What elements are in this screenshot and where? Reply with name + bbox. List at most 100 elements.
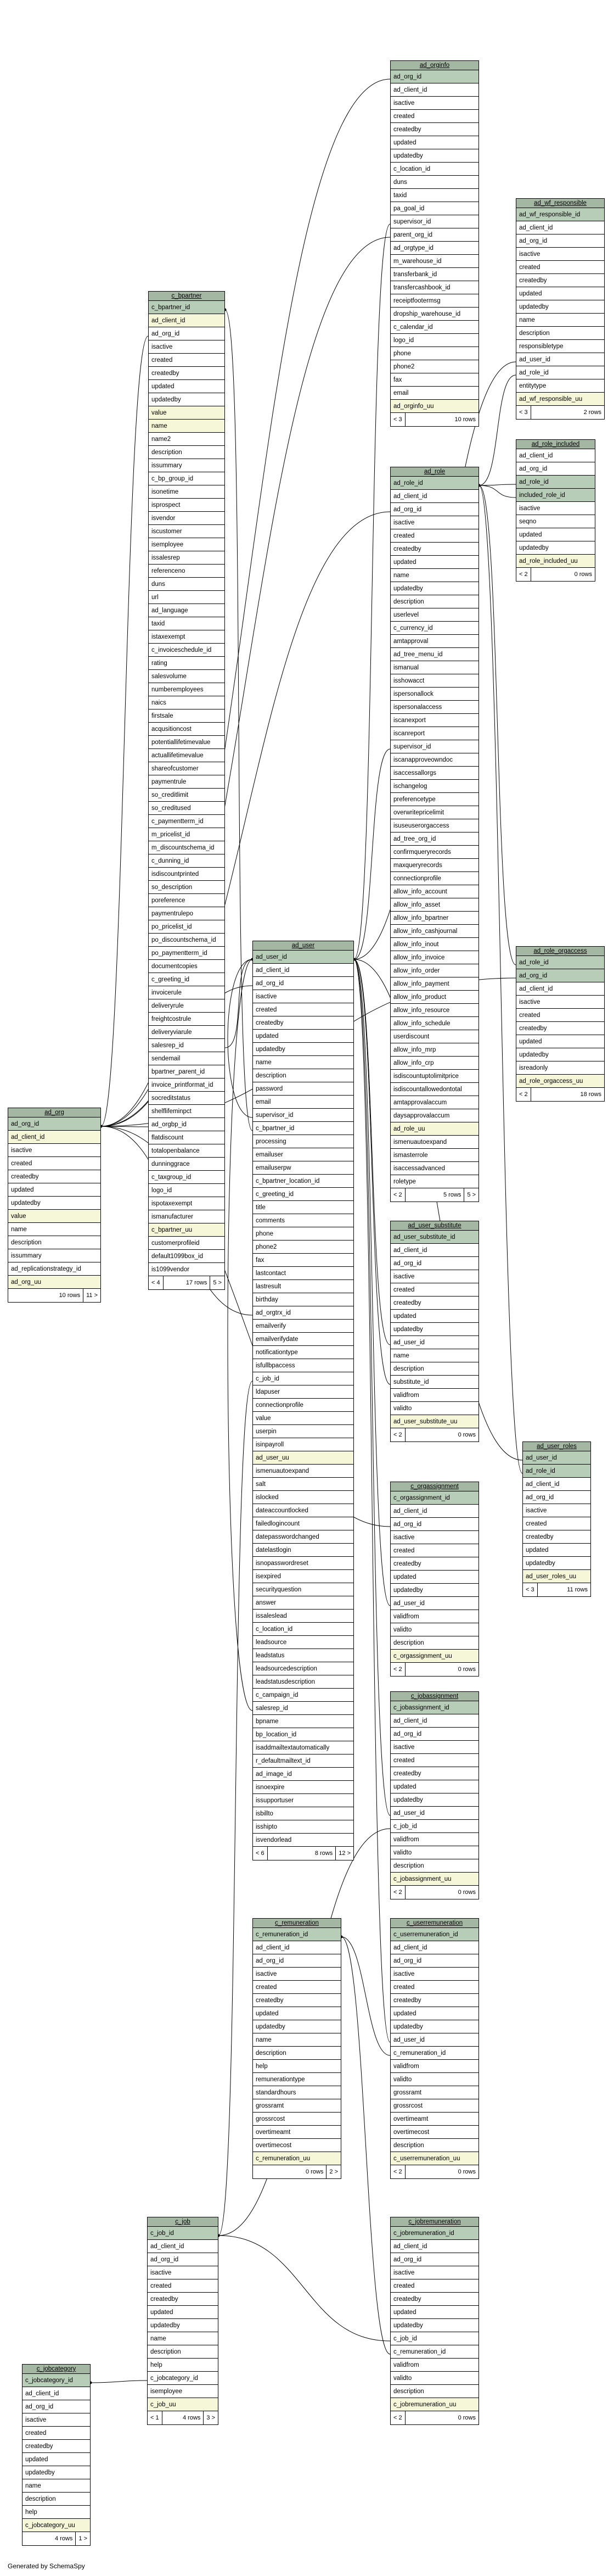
child-count[interactable]: 11 > [86,1292,98,1299]
table-title[interactable]: ad_user_substitute [391,1221,478,1231]
table-title[interactable]: c_jobcategory [22,2365,90,2374]
table-title[interactable]: ad_wf_responsible [516,199,604,208]
parent-count[interactable]: < 2 [516,568,531,581]
column-row: isonetime [149,485,224,499]
column-row: comments [253,1214,353,1227]
foreign-key-line [353,959,391,1345]
child-count[interactable]: 3 > [206,2415,215,2421]
child-count[interactable]: 5 > [213,1279,222,1286]
table-title[interactable]: ad_org [8,1108,100,1117]
column-row: c_remuneration_uu [253,2152,341,2165]
column-row: leadsource [253,1636,353,1649]
child-count[interactable]: 2 > [329,2169,338,2175]
column-row: created [391,1544,478,1557]
column-row: datelastlogin [253,1544,353,1557]
column-row: pa_goal_id [391,202,478,215]
column-row: ad_user_id [516,353,604,366]
column-row: iscanexport [391,714,478,727]
column-row: ad_client_id [516,449,595,462]
column-row: isactive [22,2413,90,2427]
table-title[interactable]: ad_role [391,467,478,477]
column-row: confirmqueryrecords [391,846,478,859]
table-title[interactable]: ad_orginfo [391,61,478,70]
column-row: emailverify [253,1320,353,1333]
parent-count[interactable]: < 6 [253,1847,268,1860]
column-row: ad_role_id [516,366,604,379]
column-row: updated [253,2007,341,2020]
column-row: birthday [253,1293,353,1306]
column-row: naics [149,696,224,709]
column-row: isexpired [253,1570,353,1583]
table-title[interactable]: c_orgassignment [391,1482,478,1491]
foreign-key-line [478,484,516,486]
column-row: default1099box_id [149,1250,224,1263]
parent-count[interactable]: < 2 [516,1088,531,1101]
table-title[interactable]: ad_role_included [516,440,595,449]
table-title[interactable]: ad_role_orgaccess [516,947,604,956]
table-title[interactable]: ad_user_roles [523,1442,590,1451]
column-row: ad_role_included_uu [516,555,595,568]
column-row: dateaccountlocked [253,1504,353,1517]
column-row: updatedby [391,149,478,163]
column-row: c_greeting_id [253,1188,353,1201]
column-row: ismanufacturer [149,1210,224,1223]
table-title[interactable]: c_userremuneration [391,1919,478,1928]
parent-count[interactable]: < 2 [391,1188,406,1202]
column-row: phone2 [391,360,478,373]
parent-count[interactable]: < 2 [391,1663,406,1676]
child-count[interactable]: 5 > [467,1192,476,1198]
column-row: value [149,406,224,420]
parent-count[interactable]: < 2 [391,1886,406,1899]
table-title[interactable]: ad_user [253,941,353,951]
column-row: created [391,1981,478,1994]
table-title[interactable]: c_bpartner [149,292,224,301]
column-row: ad_user_id [523,1451,590,1465]
child-count[interactable]: 12 > [339,1850,351,1857]
column-row: ad_org_id [391,503,478,516]
column-row: emailverifydate [253,1333,353,1346]
column-row: parent_org_id [391,228,478,242]
column-row: answer [253,1596,353,1610]
column-row: ad_user_substitute_id [391,1231,478,1244]
column-row: c_jobcategory_id [148,2372,218,2385]
parent-count[interactable]: < 1 [148,2411,162,2424]
table-title[interactable]: c_jobassignment [391,1692,478,1701]
parent-count[interactable]: < 2 [391,1428,406,1441]
table-title[interactable]: c_remuneration [253,1919,341,1928]
child-count[interactable]: 1 > [78,2535,87,2542]
table-title[interactable]: c_job [148,2217,218,2227]
parent-count[interactable]: < 3 [391,413,406,426]
parent-count[interactable]: < 3 [523,1583,538,1596]
parent-count[interactable]: < 4 [149,1276,164,1289]
parent-count[interactable]: < 2 [391,2165,406,2178]
column-row: dunninggrace [149,1158,224,1171]
parent-count[interactable]: < 3 [516,406,531,419]
column-row: c_job_id [391,1820,478,1833]
table-title[interactable]: c_jobremuneration [391,2217,478,2227]
column-row: ad_tree_org_id [391,832,478,846]
column-row: po_paymentterm_id [149,947,224,960]
column-row: c_location_id [253,1623,353,1636]
parent-count[interactable]: < 2 [391,2411,406,2424]
